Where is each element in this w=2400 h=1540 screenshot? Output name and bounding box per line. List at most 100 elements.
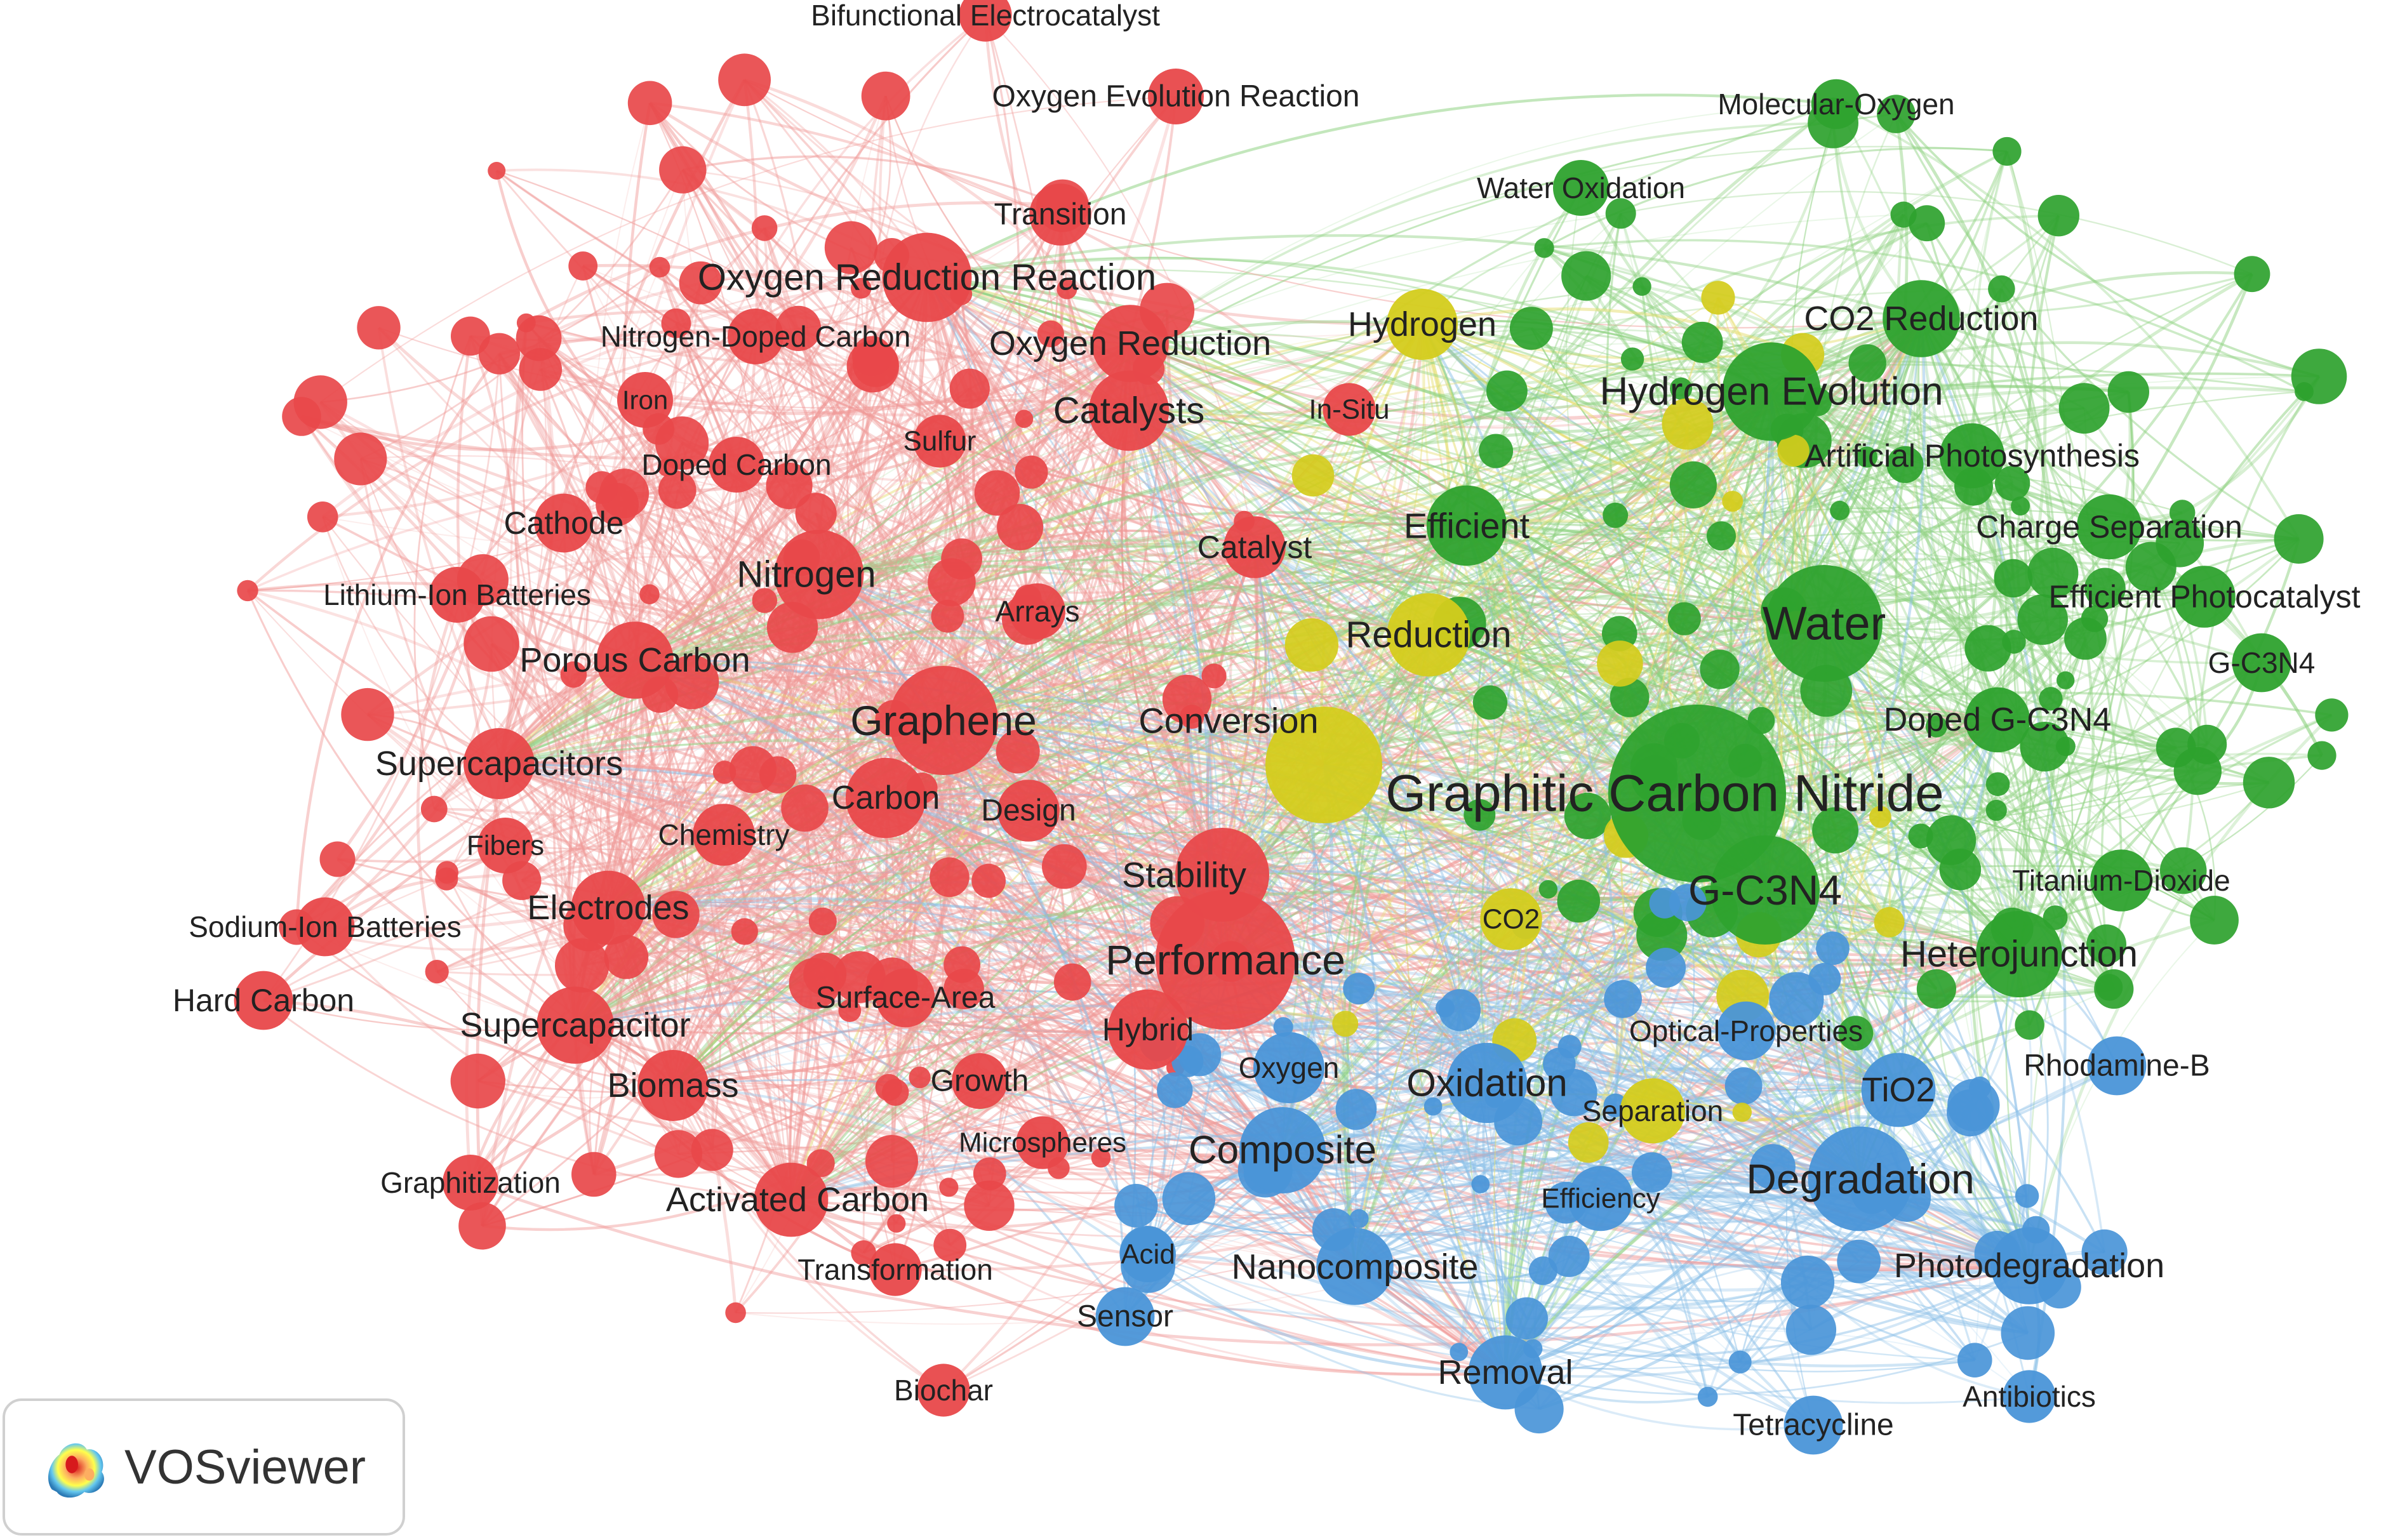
label-nitrogen-doped-carbon[interactable]: Nitrogen-Doped Carbon: [601, 320, 910, 353]
node-carbon-24[interactable]: [845, 757, 926, 839]
node-growth-47[interactable]: [952, 1053, 1008, 1109]
node-doped-g-c3n4-33[interactable]: [1964, 687, 2030, 753]
node-heterojunction-11[interactable]: [1976, 911, 2062, 997]
node-tio2-31[interactable]: [1861, 1052, 1936, 1127]
node-tetracycline-71[interactable]: [1783, 1395, 1843, 1455]
label-acid[interactable]: Acid: [1121, 1239, 1175, 1270]
node-iron-52[interactable]: [617, 372, 673, 428]
node-titanium-dioxide-37[interactable]: [2090, 849, 2152, 912]
node-chemistry-45[interactable]: [693, 804, 755, 866]
label-tetracycline[interactable]: Tetracycline: [1733, 1409, 1893, 1442]
label-hard-carbon[interactable]: Hard Carbon: [173, 983, 354, 1018]
node-g-c3n4-68[interactable]: [2232, 633, 2291, 693]
label-g-c3n4[interactable]: G-C3N4: [2208, 646, 2316, 679]
node-oxidation-12[interactable]: [1446, 1042, 1528, 1124]
node-reduction-15[interactable]: [1387, 593, 1470, 677]
label-efficient[interactable]: Efficient: [1404, 506, 1530, 546]
label-surface-area[interactable]: Surface-Area: [816, 981, 996, 1015]
label-sodium-ion-batteries[interactable]: Sodium-Ion Batteries: [189, 910, 462, 943]
node-oxygen-reduction-26[interactable]: [1091, 305, 1169, 382]
node-rhodamine-b-38[interactable]: [2087, 1036, 2147, 1096]
node-doped-carbon-51[interactable]: [709, 437, 764, 493]
node-efficient-photocatalyst-36[interactable]: [2173, 566, 2236, 628]
node-efficiency-41[interactable]: [1568, 1165, 1634, 1231]
node-sensor-70[interactable]: [1095, 1287, 1155, 1346]
node-g-c3n4-3[interactable]: [1710, 835, 1820, 945]
label-artificial-photosynthesis[interactable]: Artificial Photosynthesis: [1804, 438, 2140, 474]
node-microspheres-48[interactable]: [1016, 1116, 1069, 1169]
label-graphitization[interactable]: Graphitization: [380, 1166, 561, 1199]
label-bifunctional-electrocatalyst[interactable]: Bifunctional Electrocatalyst: [811, 0, 1160, 32]
node-sodium-ion-batteries-57[interactable]: [295, 897, 355, 957]
node-co2-reduction-17[interactable]: [1883, 280, 1960, 357]
label-arrays[interactable]: Arrays: [996, 595, 1080, 628]
node-removal-30[interactable]: [1468, 1335, 1543, 1410]
node-transition-62[interactable]: [1029, 183, 1091, 246]
node-degradation-5[interactable]: [1808, 1126, 1913, 1231]
label-graphitic-carbon-nitride[interactable]: Graphitic Carbon Nitride: [1385, 765, 1944, 823]
label-performance[interactable]: Performance: [1105, 936, 1345, 983]
node-nitrogen-8[interactable]: [774, 529, 864, 620]
label-iron[interactable]: Iron: [622, 385, 668, 415]
node-molecular-oxygen-66[interactable]: [1811, 79, 1862, 129]
node-efficient-16[interactable]: [1426, 485, 1507, 566]
label-sensor[interactable]: Sensor: [1077, 1300, 1173, 1334]
label-activated-carbon[interactable]: Activated Carbon: [666, 1181, 929, 1219]
label-carbon[interactable]: Carbon: [832, 780, 940, 816]
node-surface-area-46[interactable]: [876, 968, 935, 1028]
label-g-c3n4[interactable]: G-C3N4: [1688, 866, 1842, 913]
node-performance-1[interactable]: [1156, 890, 1295, 1030]
node-co2-42[interactable]: [1480, 888, 1542, 950]
label-removal[interactable]: Removal: [1437, 1353, 1573, 1391]
label-supercapacitor[interactable]: Supercapacitor: [460, 1006, 690, 1044]
node-stability-7[interactable]: [1175, 828, 1269, 922]
label-efficiency[interactable]: Efficiency: [1541, 1183, 1660, 1214]
label-efficient-photocatalyst[interactable]: Efficient Photocatalyst: [2048, 579, 2360, 614]
label-co2[interactable]: CO2: [1483, 904, 1540, 935]
node-acid-69[interactable]: [1120, 1226, 1176, 1282]
node-arrays-49[interactable]: [1010, 583, 1065, 639]
node-cathode-54[interactable]: [534, 493, 594, 553]
label-catalysts[interactable]: Catalysts: [1053, 390, 1205, 432]
label-transformation[interactable]: Transformation: [797, 1253, 993, 1286]
node-optical-properties-39[interactable]: [1716, 1001, 1776, 1061]
label-hydrogen[interactable]: Hydrogen: [1348, 305, 1497, 343]
node-separation-40[interactable]: [1620, 1078, 1686, 1144]
label-chemistry[interactable]: Chemistry: [658, 818, 789, 851]
label-oxygen-evolution-reaction[interactable]: Oxygen Evolution Reaction: [992, 80, 1360, 114]
label-oxygen[interactable]: Oxygen: [1239, 1051, 1340, 1084]
label-oxygen-reduction[interactable]: Oxygen Reduction: [989, 324, 1271, 362]
node-hydrogen-32[interactable]: [1387, 289, 1458, 360]
node-supercapacitor-20[interactable]: [537, 986, 614, 1064]
label-design[interactable]: Design: [981, 794, 1076, 828]
label-lithium-ion-batteries[interactable]: Lithium-Ion Batteries: [323, 578, 591, 611]
label-transition[interactable]: Transition: [994, 198, 1127, 232]
node-in-situ-65[interactable]: [1323, 383, 1376, 436]
label-antibiotics[interactable]: Antibiotics: [1963, 1380, 2096, 1413]
label-heterojunction[interactable]: Heterojunction: [1900, 934, 2138, 975]
node-graphene-4[interactable]: [889, 666, 998, 775]
label-water[interactable]: Water: [1763, 597, 1886, 650]
node-design-44[interactable]: [997, 780, 1060, 842]
label-doped-g-c3n4[interactable]: Doped G-C3N4: [1884, 701, 2111, 738]
label-electrodes[interactable]: Electrodes: [527, 889, 689, 927]
label-titanium-dioxide[interactable]: Titanium-Dioxide: [2012, 864, 2230, 897]
node-charge-separation-35[interactable]: [2076, 494, 2142, 560]
label-rhodamine-b[interactable]: Rhodamine-B: [2023, 1049, 2210, 1083]
node-sulfur-53[interactable]: [913, 415, 966, 468]
node-biomass-22[interactable]: [637, 1050, 709, 1121]
node-hard-carbon-58[interactable]: [234, 971, 293, 1030]
label-conversion[interactable]: Conversion: [1138, 701, 1318, 741]
node-composite-10[interactable]: [1239, 1107, 1326, 1193]
node-graphitic-carbon-nitride-0[interactable]: [1608, 705, 1786, 882]
node-oxygen-evolution-reaction-63[interactable]: [1148, 69, 1204, 124]
label-optical-properties[interactable]: Optical-Properties: [1629, 1014, 1863, 1047]
node-transformation-60[interactable]: [869, 1243, 922, 1296]
label-hybrid[interactable]: Hybrid: [1102, 1012, 1194, 1047]
label-hydrogen-evolution[interactable]: Hydrogen Evolution: [1599, 370, 1943, 414]
label-catalyst[interactable]: Catalyst: [1197, 529, 1312, 565]
node-electrodes-21[interactable]: [571, 870, 646, 945]
node-hybrid-25[interactable]: [1107, 989, 1189, 1070]
label-tio2[interactable]: TiO2: [1862, 1071, 1935, 1109]
label-cathode[interactable]: Cathode: [503, 505, 623, 541]
